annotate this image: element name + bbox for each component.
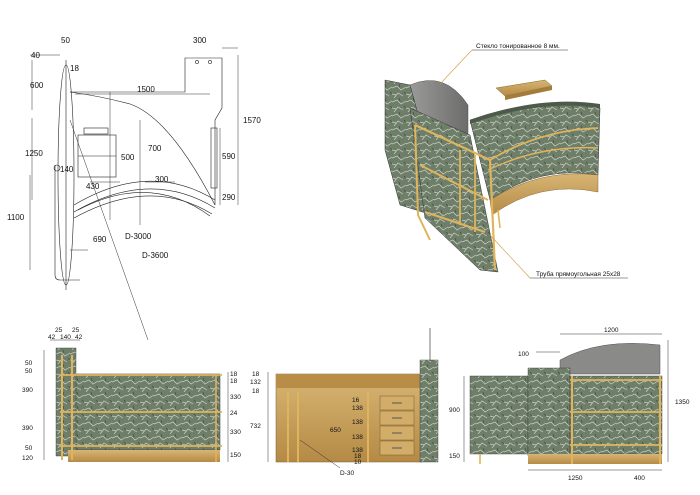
side-left-marble xyxy=(469,375,529,455)
side-mid-marble xyxy=(527,367,571,457)
back-c138a: 138 xyxy=(352,405,363,412)
tube-note: Труба прямоугольная 25х28 xyxy=(536,270,621,278)
dim-300-top: 300 xyxy=(193,36,207,45)
dim-d3600: D-3600 xyxy=(142,251,169,260)
side-d100: 100 xyxy=(518,351,529,358)
dim-50: 50 xyxy=(61,36,70,45)
dim-1500: 1500 xyxy=(137,85,155,94)
isometric-view: Стекло тонированное 8 мм. Труба прямоуго… xyxy=(384,43,628,279)
dim-1250: 1250 xyxy=(25,149,43,158)
dim-430: 430 xyxy=(86,182,100,191)
side-glass-panel xyxy=(559,343,661,375)
back-l18a: 18 xyxy=(252,371,260,378)
back-l732: 732 xyxy=(250,423,261,430)
front-r18a: 18 xyxy=(230,371,238,378)
dim-1570: 1570 xyxy=(243,116,261,125)
back-c10: 10 xyxy=(354,459,362,466)
back-l132: 132 xyxy=(250,379,261,386)
front-r330b: 330 xyxy=(230,429,241,436)
dim-590: 590 xyxy=(222,152,236,161)
front-l50a: 50 xyxy=(25,360,33,367)
front-t42a: 42 xyxy=(48,334,56,341)
front-t42b: 42 xyxy=(75,334,83,341)
back-c18: 18 xyxy=(354,453,362,460)
front-elevation: 25 25 42 140 42 50 50 390 390 50 120 18 … xyxy=(22,327,241,462)
dim-d3000: D-3000 xyxy=(125,232,152,241)
dim-300-mid: 300 xyxy=(155,175,169,184)
back-c138b: 138 xyxy=(352,419,363,426)
front-l120: 120 xyxy=(22,455,33,462)
side-d150: 150 xyxy=(449,453,460,460)
dim-500: 500 xyxy=(121,153,135,162)
back-c16: 16 xyxy=(352,397,360,404)
front-r18b: 18 xyxy=(230,378,238,385)
front-t25b: 25 xyxy=(72,327,80,334)
dim-600: 600 xyxy=(30,81,44,90)
side-d400: 400 xyxy=(634,475,645,482)
side-right-marble xyxy=(569,375,663,455)
back-c138d: 138 xyxy=(352,447,363,454)
side-d1350: 1350 xyxy=(675,399,690,406)
front-l50c: 50 xyxy=(25,445,33,452)
dim-18: 18 xyxy=(70,64,79,73)
dim-1100: 1100 xyxy=(7,213,25,222)
front-l390b: 390 xyxy=(22,425,33,432)
back-l18b: 18 xyxy=(252,388,260,395)
side-d900: 900 xyxy=(449,407,460,414)
dim-40: 40 xyxy=(31,51,40,60)
side-d1200: 1200 xyxy=(604,327,619,334)
front-t25a: 25 xyxy=(55,327,63,334)
side-marble-panel xyxy=(409,107,499,273)
back-c650: 650 xyxy=(330,427,341,434)
front-t140: 140 xyxy=(60,334,71,341)
front-l50b: 50 xyxy=(25,368,33,375)
dim-690: 690 xyxy=(93,235,107,244)
front-r24: 24 xyxy=(230,410,238,417)
front-r150: 150 xyxy=(230,452,241,459)
dim-700: 700 xyxy=(148,144,162,153)
front-l390a: 390 xyxy=(22,387,33,394)
dim-290: 290 xyxy=(222,193,236,202)
drawer-stack xyxy=(379,395,415,456)
plan-view: 40 50 18 600 300 1500 1570 1250 700 500 … xyxy=(7,36,261,341)
back-elevation: 18 132 18 732 16 138 138 650 138 138 18 … xyxy=(250,328,439,477)
front-r330a: 330 xyxy=(230,394,241,401)
glass-note: Стекло тонированное 8 мм. xyxy=(476,43,560,50)
back-right-marble xyxy=(419,359,439,463)
dim-140: 140 xyxy=(60,165,74,174)
back-c138c: 138 xyxy=(352,434,363,441)
back-d30: D-30 xyxy=(340,470,354,477)
side-elevation: 1200 100 900 150 1350 1250 400 xyxy=(449,327,690,482)
side-d1250: 1250 xyxy=(568,475,583,482)
